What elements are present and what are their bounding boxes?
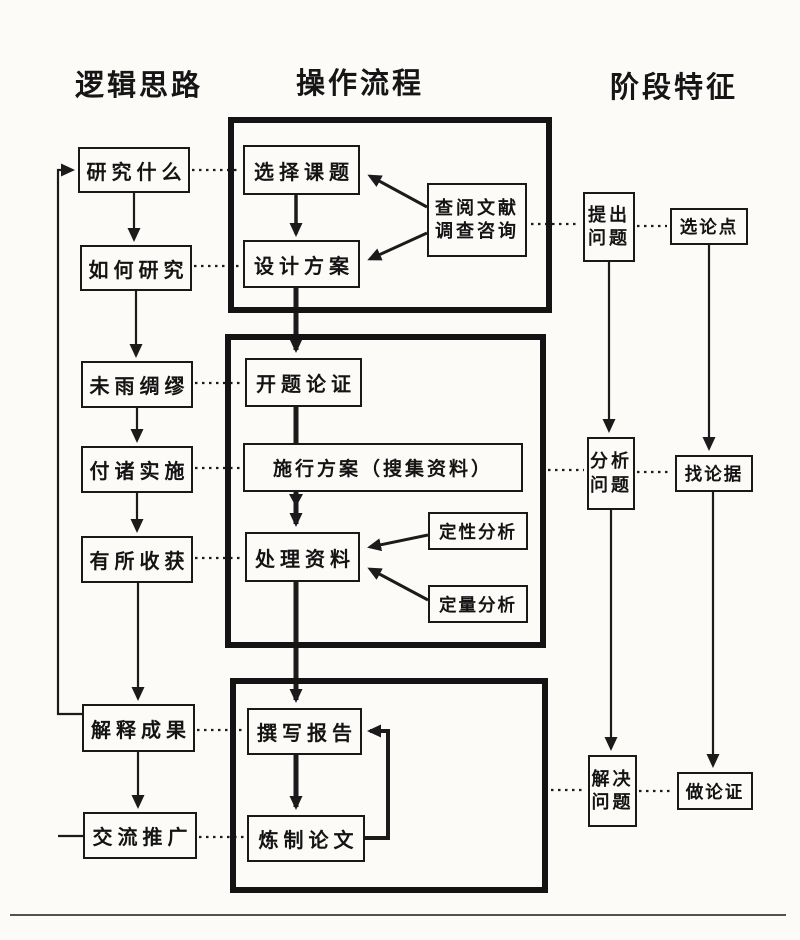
node-literature-survey: 查阅文献 调查咨询 — [427, 183, 527, 257]
node-qualitative-analysis-label: 定性分析 — [439, 521, 517, 542]
node-process-data-label: 处理资料 — [255, 548, 355, 571]
node-interpret-results-label: 解释成果 — [91, 719, 191, 742]
node-write-report: 撰写报告 — [247, 708, 362, 755]
node-refine-paper-label: 炼制论文 — [258, 830, 359, 852]
node-raise-problem-line2: 问题 — [588, 228, 630, 248]
stage1-arrows — [289, 174, 428, 261]
node-gain-results-label: 有所收获 — [89, 551, 190, 573]
node-prepare-ahead-label: 未雨绸缪 — [89, 376, 190, 398]
paper-revision-loop — [365, 724, 390, 840]
node-analyze-problem-line2: 问题 — [590, 474, 632, 495]
node-what-to-research: 研究什么 — [78, 147, 190, 193]
stage1-group-border — [228, 117, 552, 313]
node-make-argument-label: 做论证 — [685, 781, 745, 802]
node-solve-problem-line2: 问题 — [591, 792, 634, 812]
node-execute-plan-label: 施行方案（搜集资料） — [272, 459, 493, 480]
node-communicate-promote-label: 交流推广 — [92, 827, 193, 849]
node-what-to-research-label: 研究什么 — [86, 161, 187, 184]
node-make-argument: 做论证 — [677, 772, 753, 810]
trunk-junction-arrowhead — [289, 494, 303, 507]
node-how-to-research-label: 如何研究 — [88, 259, 189, 282]
node-execute-plan: 施行方案（搜集资料） — [243, 443, 523, 492]
column-header-logic: 逻辑思路 — [75, 70, 204, 102]
node-gain-results: 有所收获 — [81, 536, 193, 583]
analysis-arrows — [367, 533, 429, 602]
node-communicate-promote: 交流推广 — [83, 812, 197, 859]
node-interpret-results: 解释成果 — [82, 704, 195, 752]
node-process-data: 处理资料 — [245, 532, 360, 582]
node-write-report-label: 撰写报告 — [257, 723, 357, 745]
column-header-process: 操作流程 — [296, 68, 425, 100]
node-choose-thesis: 选论点 — [670, 208, 748, 245]
node-analyze-problem-line1: 分析 — [590, 451, 632, 472]
node-select-topic: 选择课题 — [243, 145, 360, 195]
node-proposal-defense-label: 开题论证 — [256, 374, 356, 396]
node-qualitative-analysis: 定性分析 — [428, 512, 528, 550]
node-design-plan: 设计方案 — [243, 240, 360, 288]
node-literature-survey-line2: 调查咨询 — [435, 221, 519, 241]
node-raise-problem-line1: 提出 — [588, 204, 630, 225]
node-raise-problem: 提出 问题 — [583, 192, 635, 262]
stage-flow-arrows — [602, 245, 720, 768]
node-literature-survey-line1: 查阅文献 — [435, 197, 519, 218]
node-find-evidence-label: 找论据 — [684, 464, 744, 484]
logic-flow-arrows — [127, 193, 145, 809]
node-quantitative-analysis: 定量分析 — [428, 585, 528, 623]
node-put-into-practice-label: 付诸实施 — [89, 461, 190, 483]
node-choose-thesis-label: 选论点 — [679, 217, 739, 237]
node-analyze-problem: 分析 问题 — [587, 437, 635, 510]
node-select-topic-label: 选择课题 — [254, 161, 354, 184]
node-proposal-defense: 开题论证 — [245, 358, 362, 407]
feedback-loop-left — [56, 163, 83, 838]
node-refine-paper: 炼制论文 — [247, 815, 365, 862]
node-quantitative-analysis-label: 定量分析 — [439, 594, 517, 615]
node-find-evidence: 找论据 — [675, 455, 753, 492]
column-header-stage: 阶段特征 — [610, 72, 739, 104]
node-how-to-research: 如何研究 — [80, 245, 192, 291]
node-put-into-practice: 付诸实施 — [81, 446, 193, 493]
node-solve-problem: 解决 问题 — [588, 755, 637, 827]
node-prepare-ahead: 未雨绸缪 — [81, 361, 193, 408]
node-design-plan-label: 设计方案 — [254, 255, 354, 278]
node-solve-problem-line1: 解决 — [591, 768, 634, 789]
stage3-group-border — [230, 678, 548, 893]
stage2-group-border — [225, 334, 546, 648]
dotted-links — [192, 168, 674, 839]
